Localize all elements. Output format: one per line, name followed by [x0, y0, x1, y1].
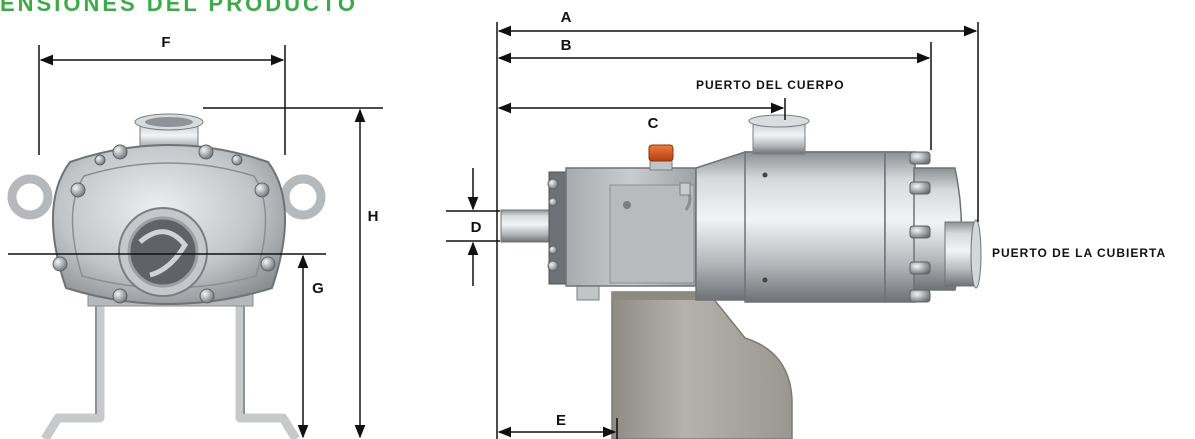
dimension-lines: [8, 22, 979, 439]
label-c: C: [648, 115, 659, 132]
label-e: E: [556, 412, 566, 429]
front-bolts: [52, 144, 276, 304]
front-support-legs: [41, 295, 300, 439]
page-title: ENSIONES DEL PRODUCTO: [0, 0, 359, 16]
pump-side-view: [500, 114, 982, 439]
label-f: F: [161, 34, 170, 51]
label-d: D: [471, 219, 482, 236]
cover-bolts: [909, 151, 931, 303]
label-g: G: [312, 280, 324, 297]
label-b: B: [561, 37, 572, 54]
body-port-callout: PUERTO DEL CUERPO: [696, 78, 845, 92]
label-h: H: [368, 208, 379, 225]
pump-front-view: [7, 113, 326, 439]
dimension-letters: A B C D E F G H: [161, 9, 658, 429]
label-a: A: [561, 9, 572, 26]
cover-port-callout: PUERTO DE LA CUBIERTA: [992, 246, 1166, 260]
